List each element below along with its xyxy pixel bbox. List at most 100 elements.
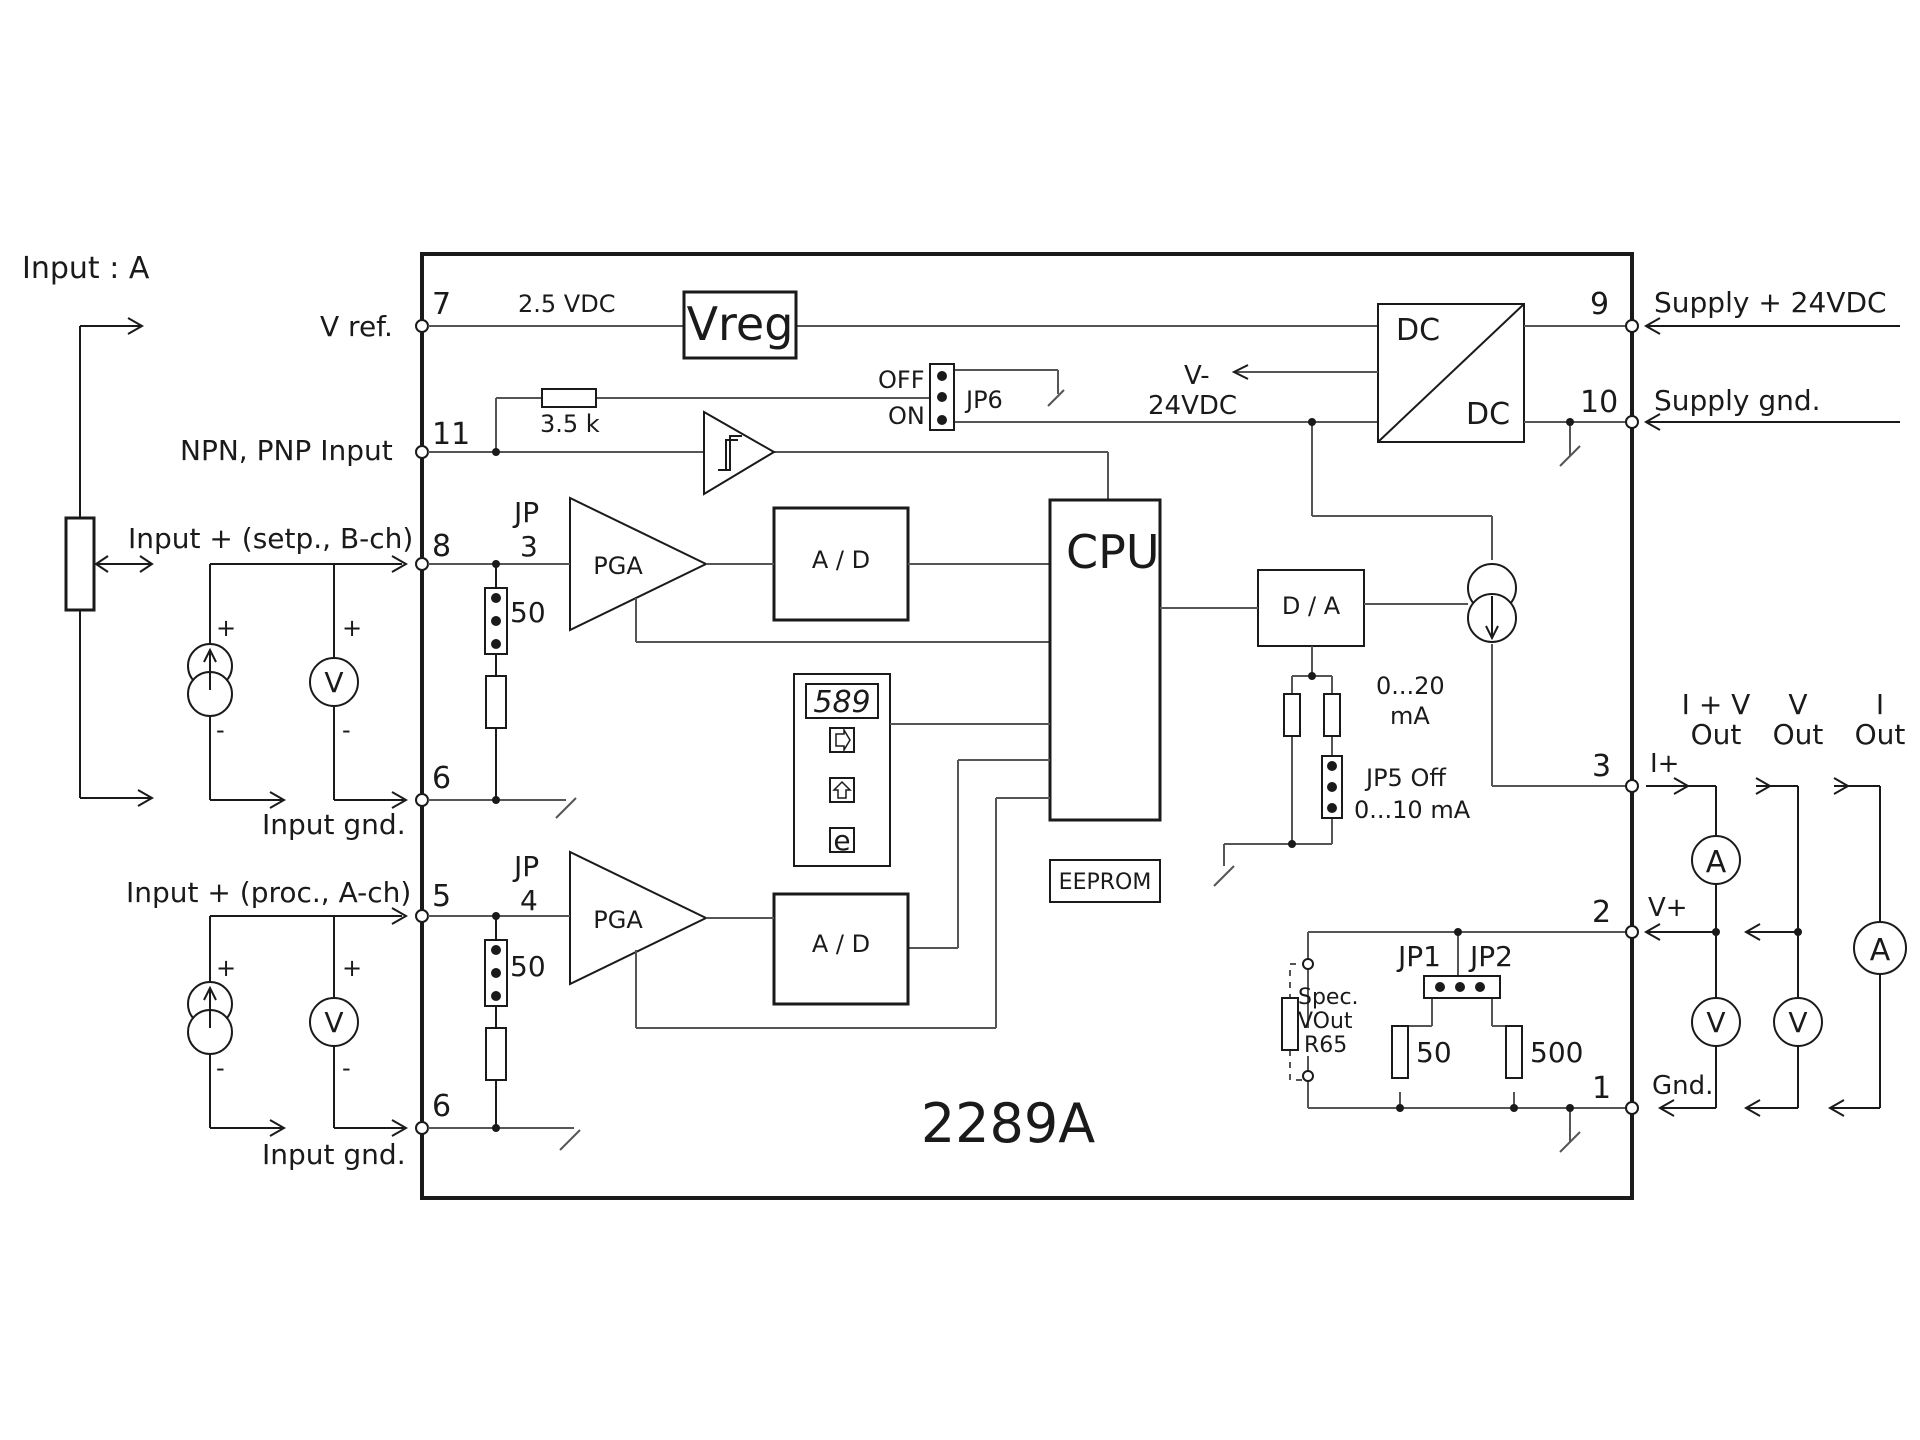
jp6-label: JP6 bbox=[964, 386, 1003, 414]
vplus-label: V+ bbox=[1648, 893, 1688, 923]
input-b-label: Input + (setp., B-ch) bbox=[128, 522, 413, 555]
input-gnd-label-top: Input gnd. bbox=[262, 808, 406, 841]
iout-label-2: Out bbox=[1855, 718, 1906, 751]
supply-label: Supply + 24VDC bbox=[1654, 286, 1887, 319]
ammeter-iv bbox=[1691, 835, 1741, 885]
resistor-r65 bbox=[1281, 997, 1299, 1051]
module-frame bbox=[420, 252, 1634, 1200]
cs-plus-bottom: + bbox=[216, 954, 236, 982]
terminal-11-num: 11 bbox=[432, 417, 470, 452]
adc-bottom bbox=[772, 892, 910, 1006]
resistor-50-out bbox=[1391, 1025, 1409, 1079]
resistor-3k5 bbox=[541, 388, 597, 408]
ammeter-i bbox=[1853, 921, 1907, 975]
terminal-5 bbox=[415, 909, 429, 923]
resistor-dac-a bbox=[1283, 693, 1301, 737]
cpu-block bbox=[1048, 498, 1162, 822]
terminal-8-num: 8 bbox=[432, 529, 451, 564]
spec-label: Spec. bbox=[1298, 985, 1359, 1010]
terminal-6-num-top: 6 bbox=[432, 761, 451, 796]
jp6-on-label: ON bbox=[888, 402, 925, 430]
supply-gnd-label: Supply gnd. bbox=[1654, 384, 1821, 417]
terminal-9 bbox=[1625, 319, 1639, 333]
range-ma-label: mA bbox=[1390, 702, 1430, 730]
resistor-dac-b bbox=[1323, 693, 1341, 737]
gnd-label: Gnd. bbox=[1652, 1071, 1713, 1101]
jp2-label: JP2 bbox=[1468, 940, 1513, 973]
cpu-label: CPU bbox=[1066, 525, 1160, 579]
vreg-block bbox=[682, 290, 798, 360]
vm-plus-bottom: + bbox=[342, 954, 362, 982]
voltmeter-top-symbol: V bbox=[324, 666, 343, 699]
terminal-3 bbox=[1625, 779, 1639, 793]
jp4-num-label: 4 bbox=[520, 884, 538, 917]
terminal-6-top bbox=[415, 793, 429, 807]
jp5-label: JP5 Off bbox=[1364, 764, 1446, 792]
vout-out-label-2: Out bbox=[1773, 718, 1824, 751]
terminal-6-num-bottom: 6 bbox=[432, 1089, 451, 1124]
vout-out-label-1: V bbox=[1788, 688, 1807, 721]
terminal-10-num: 10 bbox=[1580, 385, 1618, 420]
i-out-wiring bbox=[1827, 777, 1881, 1117]
terminal-8 bbox=[415, 557, 429, 571]
input-a-ch-label: Input + (proc., A-ch) bbox=[126, 876, 411, 909]
range-0-10-label: 0...10 mA bbox=[1354, 796, 1471, 824]
voltmeter-v-symbol: V bbox=[1788, 1006, 1807, 1039]
display-enter-label: e bbox=[833, 824, 850, 857]
voltmeter-v bbox=[1773, 997, 1823, 1047]
input-a-network bbox=[428, 759, 1050, 1151]
input-gnd-label-bottom: Input gnd. bbox=[262, 1138, 406, 1171]
iv-out-wiring bbox=[1643, 777, 1717, 1117]
terminal-2 bbox=[1625, 925, 1639, 939]
npn-pnp-label: NPN, PNP Input bbox=[180, 434, 393, 467]
terminal-7 bbox=[415, 319, 429, 333]
voltmeter-bottom-symbol: V bbox=[324, 1006, 343, 1039]
terminal-5-num: 5 bbox=[432, 879, 451, 914]
iout-label-1: I bbox=[1876, 688, 1884, 721]
r500-out-label: 500 bbox=[1530, 1036, 1583, 1069]
resistor-input-a bbox=[485, 1027, 507, 1081]
cs-plus-top: + bbox=[216, 614, 236, 642]
display-enter-button[interactable] bbox=[829, 827, 855, 853]
r65-label: R65 bbox=[1304, 1033, 1347, 1058]
terminal-3-num: 3 bbox=[1592, 749, 1611, 784]
vm-plus-top: + bbox=[342, 614, 362, 642]
dac-label: D / A bbox=[1282, 592, 1341, 620]
terminal-2-num: 2 bbox=[1592, 895, 1611, 930]
supply-wiring bbox=[1311, 325, 1632, 787]
range-0-20-label: 0...20 bbox=[1376, 672, 1445, 700]
eeprom-label: EEPROM bbox=[1059, 870, 1152, 895]
vminus-label: V- bbox=[1184, 361, 1210, 391]
iplus-label: I+ bbox=[1650, 749, 1679, 779]
vm-minus-top: - bbox=[342, 716, 351, 744]
terminal-10 bbox=[1625, 415, 1639, 429]
vout-label: VOut bbox=[1298, 1009, 1353, 1034]
terminal-1 bbox=[1625, 1101, 1639, 1115]
ivout-label-1: I + V bbox=[1682, 688, 1751, 721]
jp3-jp-label: JP bbox=[512, 496, 539, 529]
ammeter-iv-symbol: A bbox=[1706, 845, 1727, 880]
resistor-input-b bbox=[485, 675, 507, 729]
jp1-label: JP1 bbox=[1396, 940, 1441, 973]
supply-input-arrows bbox=[1643, 317, 1900, 431]
input-a-label: Input : A bbox=[22, 251, 150, 286]
ammeter-i-symbol: A bbox=[1870, 933, 1891, 968]
terminal-11 bbox=[415, 445, 429, 459]
r35-label: 3.5 k bbox=[540, 410, 600, 438]
output-current-source bbox=[1467, 563, 1517, 643]
pga-bottom-label: PGA bbox=[593, 906, 643, 934]
adc-bottom-label: A / D bbox=[812, 930, 870, 958]
eeprom-block bbox=[1049, 859, 1161, 903]
r50-bottom-label: 50 bbox=[510, 950, 546, 983]
v-out-wiring bbox=[1743, 777, 1799, 1117]
schmitt-trigger bbox=[703, 410, 776, 496]
terminal-7-num: 7 bbox=[432, 287, 451, 322]
cs-minus-bottom: - bbox=[216, 1054, 225, 1082]
display-value: 589 bbox=[813, 685, 870, 720]
npn-input-wiring bbox=[428, 369, 1378, 502]
r50-out-label: 50 bbox=[1416, 1036, 1452, 1069]
jp6-off-label: OFF bbox=[878, 366, 925, 394]
voltmeter-iv-symbol: V bbox=[1706, 1006, 1725, 1039]
pga-top-label: PGA bbox=[593, 552, 643, 580]
